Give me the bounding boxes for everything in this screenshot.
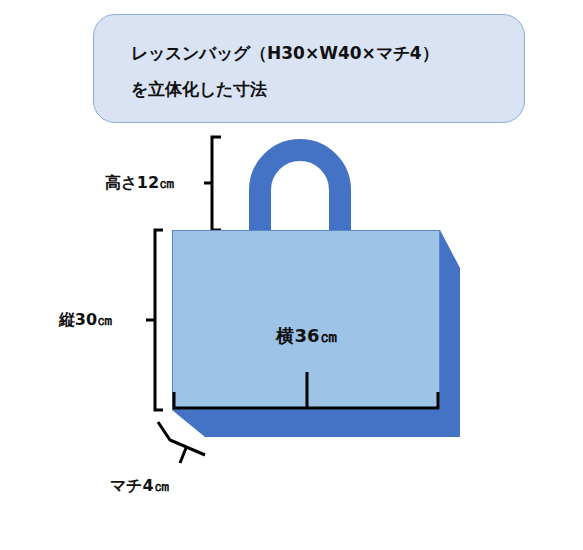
dimension-label: 高さ12㎝: [105, 173, 175, 194]
bag-side: [172, 230, 460, 437]
bag-front: 横36㎝: [172, 230, 440, 410]
dimension-label: マチ4㎝: [110, 476, 169, 497]
depth-bracket: [158, 422, 205, 463]
title-box: レッスンバッグ（H30×W40×マチ4） を立体化した寸法: [93, 14, 525, 123]
height-bracket: [204, 137, 221, 230]
dimension-label: 横36㎝: [276, 324, 337, 348]
width-bracket: [174, 372, 438, 408]
height-bracket: [146, 230, 163, 410]
title-text: レッスンバッグ（H30×W40×マチ4） を立体化した寸法: [131, 35, 501, 107]
dimension-label: 縦30㎝: [59, 310, 113, 331]
bag-handle: [260, 150, 340, 232]
